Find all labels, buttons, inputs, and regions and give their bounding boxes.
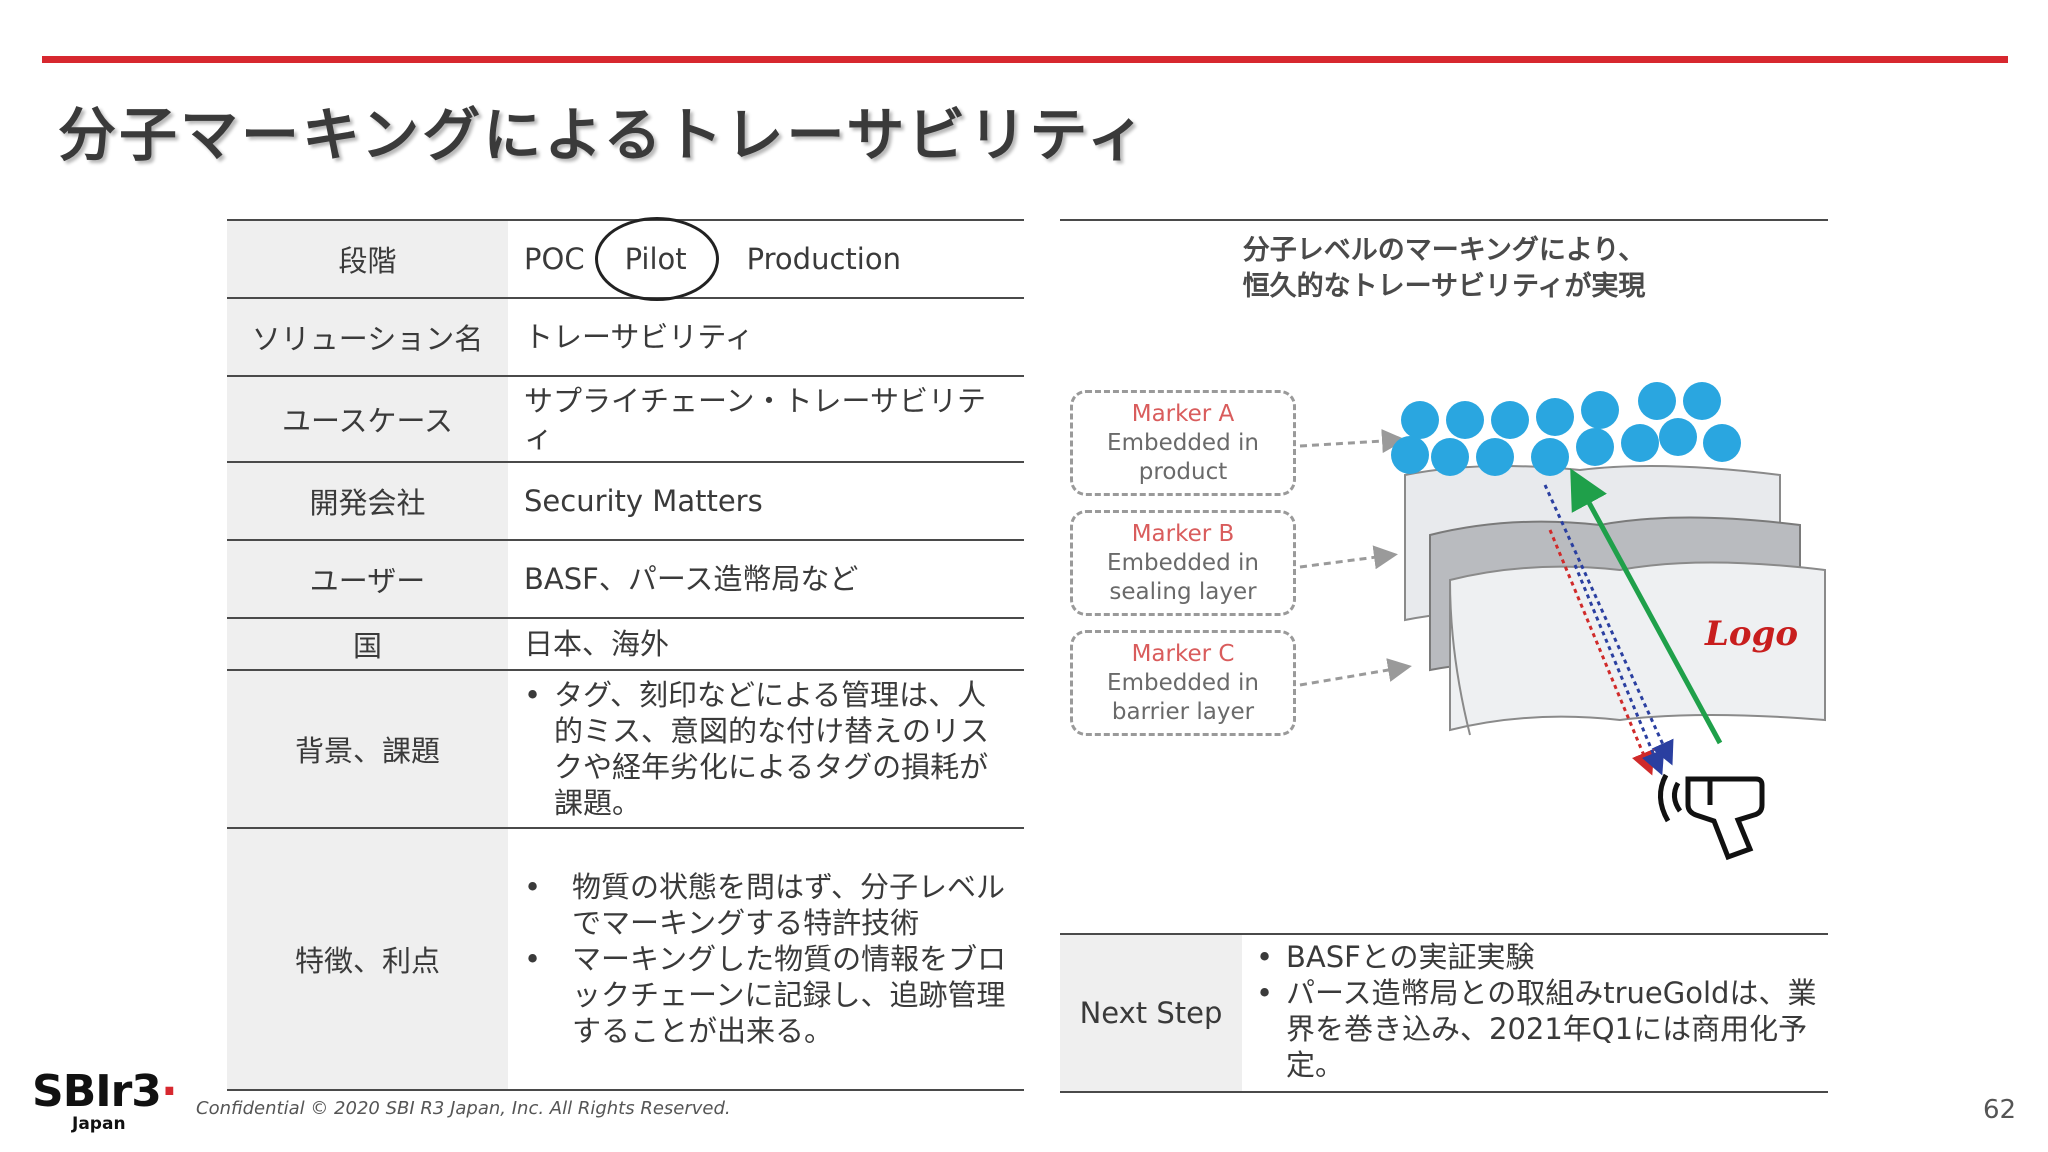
layers-illustration: Logo [1299,382,1826,861]
marker-c-box: Marker C Embedded in barrier layer [1070,630,1296,736]
next-step-table: Next Step BASFとの実証実験 パース造幣局との取組みtrueGold… [1060,933,1828,1093]
developer-value: Security Matters [524,484,763,518]
table-row-background: 背景、課題 タグ、刻印などによる管理は、人的ミス、意図的な付け替えのリスクや経年… [227,671,1024,829]
country-value: 日本、海外 [524,627,670,661]
molecule-dots [1391,382,1741,476]
usecase-value: サプライチェーン・トレーサビリティ [524,384,986,454]
confidential-notice: Confidential © 2020 SBI R3 Japan, Inc. A… [196,1098,731,1119]
slide-title: 分子マーキングによるトレーサビリティ [58,101,1148,169]
list-item: BASFとの実証実験 [1256,939,1818,975]
marker-a-box: Marker A Embedded in product [1070,390,1296,496]
background-label: 背景、課題 [227,671,508,827]
stage-option-pilot-selected: Pilot [594,217,719,301]
scan-line-green [1570,468,1723,745]
list-item: パース造幣局との取組みtrueGoldは、業界を巻き込み、2021年Q1には商用… [1256,975,1818,1083]
user-label: ユーザー [227,541,508,617]
stage-options: POC Pilot Production [524,217,1010,301]
list-item: マーキングした物質の情報をブロックチェーンに記録し、追跡管理することが出来る。 [524,941,1010,1049]
table-row-usecase: ユースケース サプライチェーン・トレーサビリティ [227,377,1024,463]
features-label: 特徴、利点 [227,829,508,1089]
table-row-stage: 段階 POC Pilot Production [227,217,1024,301]
next-step-label: Next Step [1060,935,1242,1091]
next-step-list: BASFとの実証実験 パース造幣局との取組みtrueGoldは、業界を巻き込み、… [1256,939,1818,1083]
scan-line-red [1548,529,1655,776]
features-list: 物質の状態を問はず、分子レベルでマーキングする特許技術 マーキングした物質の情報… [524,869,1010,1049]
scanner-icon [1658,773,1765,861]
list-item: 物質の状態を問はず、分子レベルでマーキングする特許技術 [524,869,1010,941]
developer-label: 開発会社 [227,463,508,539]
table-row-features: 特徴、利点 物質の状態を問はず、分子レベルでマーキングする特許技術 マーキングし… [227,829,1024,1091]
table-row-user: ユーザー BASF、パース造幣局など [227,541,1024,619]
solution-label: ソリューション名 [227,299,508,375]
page-number: 62 [1983,1095,2017,1125]
stage-label: 段階 [227,221,508,297]
marker-b-arrow [1299,545,1398,570]
marking-diagram: Marker A Embedded in product Marker B Em… [1060,365,1840,865]
info-table: 段階 POC Pilot Production ソリューション名 トレーサビリテ… [227,217,1024,1091]
marker-c-arrow [1299,658,1412,687]
table-row-country: 国 日本、海外 [227,619,1024,671]
table-row-solution: ソリューション名 トレーサビリティ [227,299,1024,377]
background-list: タグ、刻印などによる管理は、人的ミス、意図的な付け替えのリスクや経年劣化によるタ… [524,677,1010,821]
usecase-label: ユースケース [227,377,508,461]
illustration-panel: 分子レベルのマーキングにより、 恒久的なトレーサビリティが実現 [1060,219,1828,305]
illustration-heading: 分子レベルのマーキングにより、 恒久的なトレーサビリティが実現 [1242,235,1646,302]
user-value: BASF、パース造幣局など [524,562,859,596]
country-label: 国 [227,619,508,669]
list-item: タグ、刻印などによる管理は、人的ミス、意図的な付け替えのリスクや経年劣化によるタ… [524,677,1010,821]
scan-line-blue-2 [1573,564,1665,776]
company-logo: SBIr3· Japan [32,1066,178,1135]
marker-a-arrow [1299,429,1406,454]
title-accent-bar [42,56,2008,63]
stage-option-production: Production [746,242,901,276]
marker-b-box: Marker B Embedded in sealing layer [1070,510,1296,616]
stage-option-poc: POC [524,242,585,276]
table-row-developer: 開発会社 Security Matters [227,463,1024,541]
logo-mark-text: Logo [1704,614,1798,654]
solution-value: トレーサビリティ [524,320,754,354]
scan-line-blue [1543,484,1674,766]
